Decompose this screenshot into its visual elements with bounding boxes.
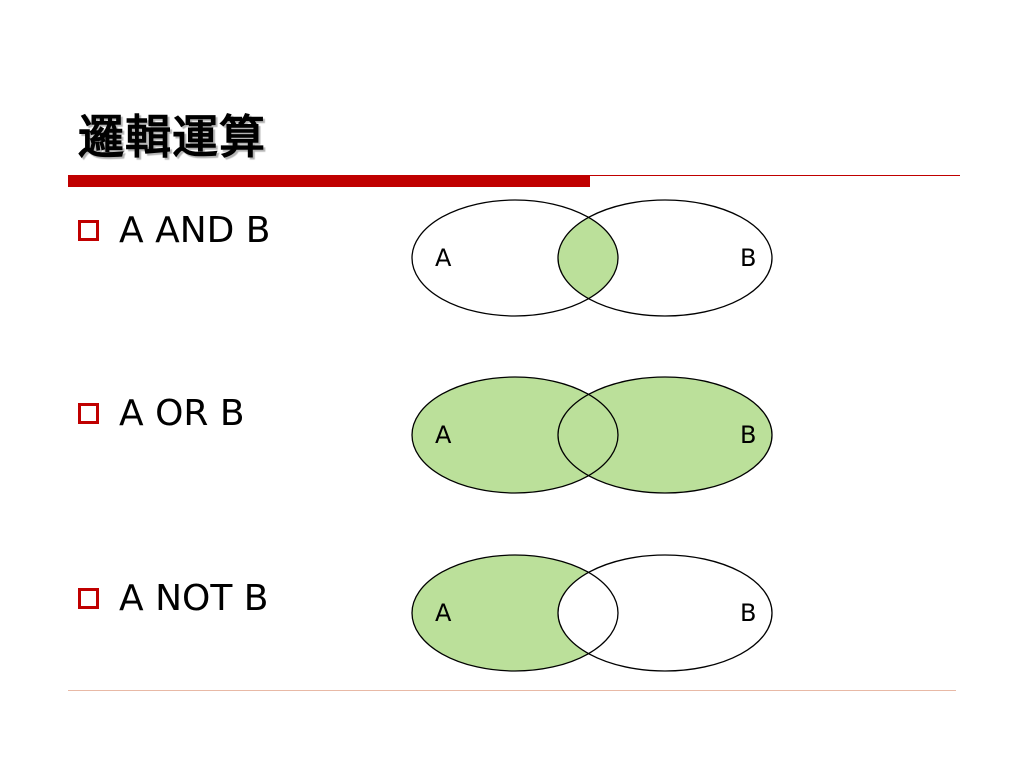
title-rule-thin [590,175,960,176]
venn-circle-b [557,199,773,317]
venn-region-a [412,377,618,493]
bullet-label-and: A AND B [119,209,271,251]
venn-circle-b [557,376,773,494]
venn-circle-b [557,554,773,672]
venn-circle-a [411,199,619,317]
footer-rule [68,690,956,691]
bullet-item-or: A OR B [78,391,245,435]
venn-region-a-only [412,555,618,671]
venn-label-b: B [740,599,756,627]
venn-region-b [558,377,772,493]
bullet-item-and: A AND B [78,208,271,252]
venn-circle-a [411,376,619,494]
hollow-square-bullet-icon [78,587,99,609]
slide-title: 邏輯運算 [78,110,266,164]
hollow-square-bullet-icon [78,219,99,241]
venn-label-a: A [435,421,452,449]
venn-label-a: A [435,599,452,627]
venn-label-b: B [740,421,756,449]
venn-circle-a [411,554,619,672]
venn-label-b: B [740,244,756,272]
title-rule-thick [68,175,590,187]
hollow-square-bullet-icon [78,402,99,424]
venn-label-a: A [435,244,452,272]
bullet-label-not: A NOT B [119,577,269,619]
bullet-item-not: A NOT B [78,576,268,620]
bullet-label-or: A OR B [119,392,245,434]
